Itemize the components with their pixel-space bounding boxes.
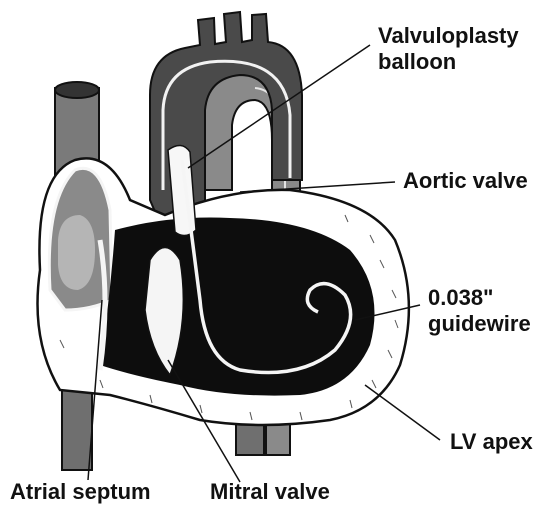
balloon-label-line2: balloon bbox=[378, 50, 456, 74]
lv-apex-label: LV apex bbox=[450, 430, 533, 454]
mitral-valve-label: Mitral valve bbox=[210, 480, 330, 504]
atrial-septum-label: Atrial septum bbox=[10, 480, 151, 504]
guidewire-label-line1: 0.038" bbox=[428, 286, 493, 310]
balloon-label-line1: Valvuloplasty bbox=[378, 24, 519, 48]
aortic-valve-label: Aortic valve bbox=[403, 169, 528, 193]
guidewire-label-line2: guidewire bbox=[428, 312, 531, 336]
